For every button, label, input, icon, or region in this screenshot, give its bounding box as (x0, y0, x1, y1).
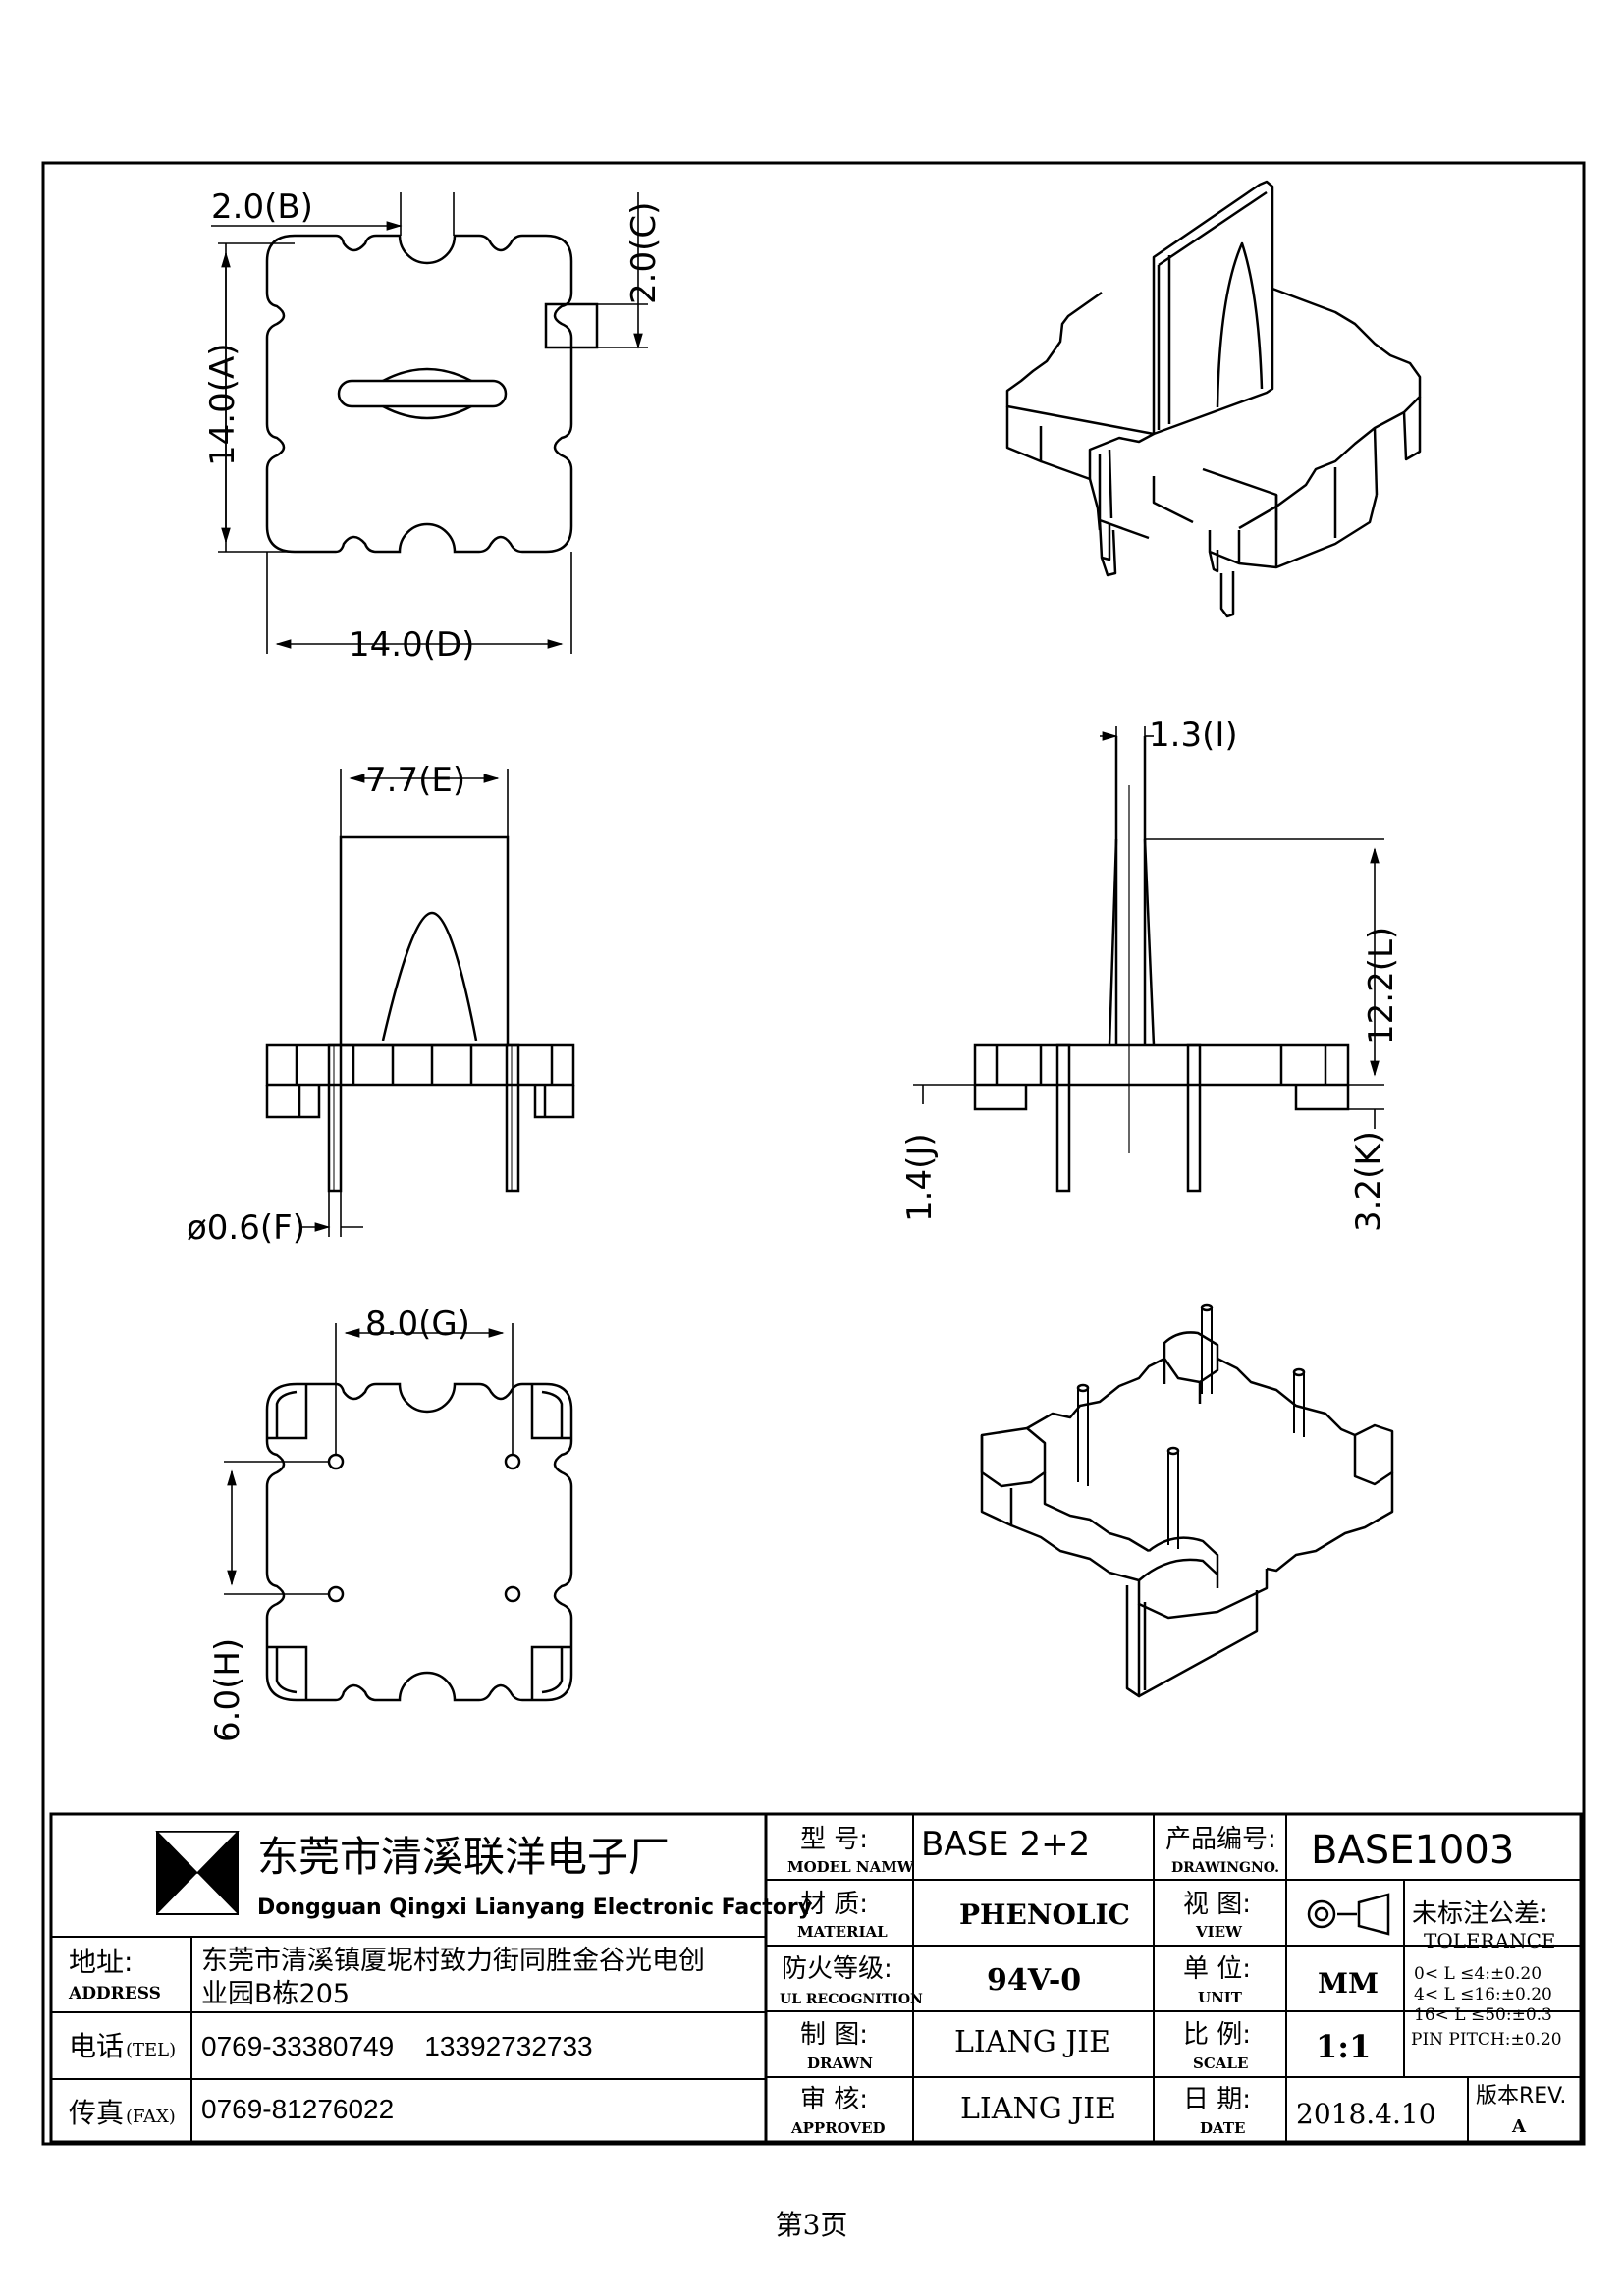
rev-value: A (1511, 2116, 1527, 2137)
rev-label: 版本REV. (1476, 2084, 1566, 2109)
bottom-view-dimensions (224, 1323, 514, 1595)
date-label-cn: 日 期: (1183, 2085, 1251, 2114)
material-value: PHENOLIC (959, 1898, 1130, 1931)
address-value-line1: 东莞市清溪镇厦坭村致力街同胜金谷光电创 (201, 1946, 705, 1976)
ul-value: 94V-0 (987, 1963, 1081, 1998)
model-label-cn: 型 号: (800, 1825, 868, 1854)
dim-j-label: 1.4(J) (900, 1133, 940, 1222)
fax-label-cn: 传真 (69, 2097, 124, 2129)
page-number: 第3页 (775, 2209, 848, 2241)
tolerance-label-cn: 未标注公差: (1412, 1899, 1548, 1929)
view-label-cn: 视 图: (1183, 1890, 1251, 1919)
fax-value: 0769-81276022 (201, 2094, 394, 2124)
date-label-en: DATE (1200, 2119, 1245, 2137)
dim-f-label: ø0.6(F) (187, 1208, 305, 1248)
unit-value: MM (1318, 1967, 1379, 2000)
tolerance-line-2: 4< L ≤16:±0.20 (1414, 1985, 1552, 2004)
approved-label-cn: 审 核: (800, 2085, 868, 2114)
dim-h-label: 6.0(H) (208, 1638, 247, 1742)
bottom-view (265, 1382, 573, 1702)
model-label-en: MODEL NAMW (787, 1858, 915, 1876)
dim-d-label: 14.0(D) (349, 625, 474, 665)
material-label-cn: 材 质: (800, 1890, 868, 1919)
drawing-no-label-en: DRAWINGNO. (1171, 1860, 1279, 1876)
drawing-no-label-cn: 产品编号: (1165, 1825, 1276, 1854)
approved-value: LIANG JIE (960, 2092, 1116, 2126)
isometric-bottom-view (980, 1303, 1394, 1698)
unit-label-cn: 单 位: (1183, 1954, 1251, 1984)
material-label-en: MATERIAL (797, 1923, 888, 1941)
isometric-top-view (1005, 180, 1422, 618)
side-view (973, 736, 1350, 1193)
front-view (265, 835, 575, 1193)
tel-label-cn: 电话 (69, 2030, 124, 2062)
dim-g-label: 8.0(G) (365, 1305, 470, 1344)
dim-c-label: 2.0(C) (624, 202, 664, 304)
model-value: BASE 2+2 (921, 1825, 1090, 1864)
title-block-grid (49, 1812, 1583, 2144)
ul-label-cn: 防火等级: (782, 1954, 893, 1984)
top-view (265, 234, 599, 554)
unit-label-en: UNIT (1198, 1989, 1243, 2006)
dim-b-label: 2.0(B) (211, 187, 313, 227)
tolerance-line-3: 16< L ≤50:±0.3 (1414, 2005, 1552, 2025)
approved-label-en: APPROVED (790, 2119, 886, 2137)
dim-k-label: 3.2(K) (1349, 1131, 1388, 1232)
company-name-cn: 东莞市清溪联洋电子厂 (257, 1833, 670, 1881)
company-name-en: Dongguan Qingxi Lianyang Electronic Fact… (257, 1896, 812, 1920)
drawing-no-value: BASE1003 (1311, 1828, 1514, 1873)
ul-label-en: UL RECOGNITION (780, 1992, 923, 2007)
scale-label-cn: 比 例: (1183, 2020, 1251, 2050)
drawn-label-cn: 制 图: (800, 2020, 868, 2050)
address-label-cn: 地址: (69, 1946, 133, 1978)
dim-a-label: 14.0(A) (203, 344, 243, 467)
front-view-dimensions (299, 769, 509, 1237)
dim-l-label: 12.2(L) (1362, 927, 1401, 1045)
drawn-value: LIANG JIE (954, 2025, 1110, 2059)
address-value-line2: 业园B栋205 (201, 1979, 350, 2009)
sheet-border (41, 161, 1586, 2146)
scale-label-en: SCALE (1193, 2055, 1248, 2072)
view-label-en: VIEW (1195, 1923, 1243, 1941)
address-label-en: ADDRESS (68, 1984, 161, 2003)
drawn-label-en: DRAWN (807, 2055, 873, 2072)
projection-symbol-icon (1307, 1893, 1390, 1936)
date-value: 2018.4.10 (1296, 2098, 1436, 2130)
tel-label-en: (TEL) (126, 2040, 176, 2060)
tolerance-line-1: 0< L ≤4:±0.20 (1414, 1964, 1542, 1984)
scale-value: 1:1 (1316, 2028, 1371, 2065)
company-logo (155, 1831, 240, 1915)
tolerance-label-en: TOLERANCE (1424, 1929, 1556, 1952)
side-view-dimensions (913, 726, 1384, 1129)
tel-value: 0769-33380749 13392732733 (201, 2031, 593, 2061)
dim-i-label: 1.3(I) (1149, 716, 1238, 755)
top-view-dimensions (211, 192, 648, 654)
tolerance-line-4: PIN PITCH:±0.20 (1411, 2030, 1562, 2050)
dim-e-label: 7.7(E) (365, 761, 465, 800)
fax-label-en: (FAX) (126, 2107, 176, 2127)
